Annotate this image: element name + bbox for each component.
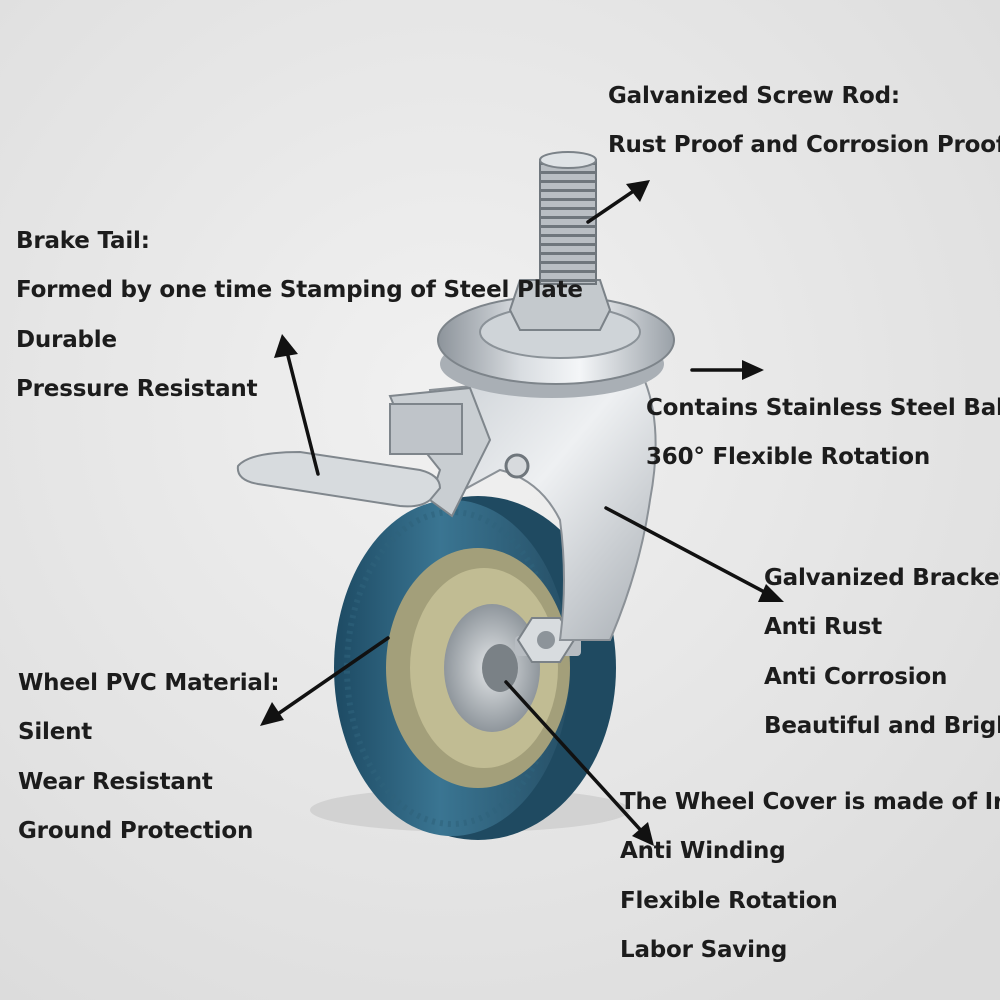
arrow-wheel <box>260 636 390 726</box>
callout-line: Ground Protection <box>18 817 254 844</box>
wheel <box>334 496 616 840</box>
callout-brake-tail: Brake Tail: Formed by one time Stamping … <box>16 217 583 414</box>
arrow-wheel-cover <box>504 680 654 846</box>
callout-line: Anti Corrosion <box>764 663 948 690</box>
callout-title: Wheel PVC Material: <box>18 670 280 696</box>
brake-lever <box>236 386 492 518</box>
callout-line: Silent <box>18 719 93 746</box>
callout-title: Brake Tail: <box>16 228 150 254</box>
callout-line: Wear Resistant <box>18 768 213 795</box>
callout-line: Beautiful and Bright <box>764 712 1000 739</box>
callout-screw-rod: Galvanized Screw Rod: Rust Proof and Cor… <box>608 72 1000 171</box>
callout-line: Anti Rust <box>764 614 883 641</box>
arrow-bracket <box>604 506 784 602</box>
callout-line: Rust Proof and Corrosion Proof <box>608 132 1000 159</box>
callout-wheel: Wheel PVC Material: Silent Wear Resistan… <box>18 659 280 856</box>
callout-line: Labor Saving <box>620 936 788 963</box>
callout-line: Durable <box>16 326 117 353</box>
callout-title: Galvanized Screw Rod: <box>608 83 900 109</box>
callout-line: Pressure Resistant <box>16 375 258 402</box>
brake-clip <box>389 403 463 455</box>
arrow-bearings <box>690 360 764 380</box>
callout-line: Formed by one time Stamping of Steel Pla… <box>16 277 583 304</box>
axle-nut-hole <box>537 631 555 649</box>
brake-pedal <box>236 450 442 508</box>
callout-title: Galvanized Bracket: <box>764 565 1000 591</box>
hub-center <box>482 644 518 692</box>
callout-bracket: Galvanized Bracket: Anti Rust Anti Corro… <box>764 554 1000 751</box>
callout-line: Anti Winding <box>620 838 786 865</box>
callout-title: Contains Stainless Steel Balls: <box>646 395 1000 421</box>
bracket-rivet <box>504 453 530 479</box>
stem-top <box>539 151 597 169</box>
callout-wheel-cover: The Wheel Cover is made of Iron: Anti Wi… <box>620 778 1000 975</box>
callout-line: 360° Flexible Rotation <box>646 444 931 471</box>
callout-title: The Wheel Cover is made of Iron: <box>620 789 1000 815</box>
callout-line: Flexible Rotation <box>620 887 838 914</box>
callout-bearings: Contains Stainless Steel Balls: 360° Fle… <box>646 384 1000 483</box>
hex-nut <box>508 279 612 331</box>
swivel-plate <box>437 295 675 398</box>
arrow-brake-tail <box>274 334 320 476</box>
arrow-screw-rod <box>586 180 650 224</box>
